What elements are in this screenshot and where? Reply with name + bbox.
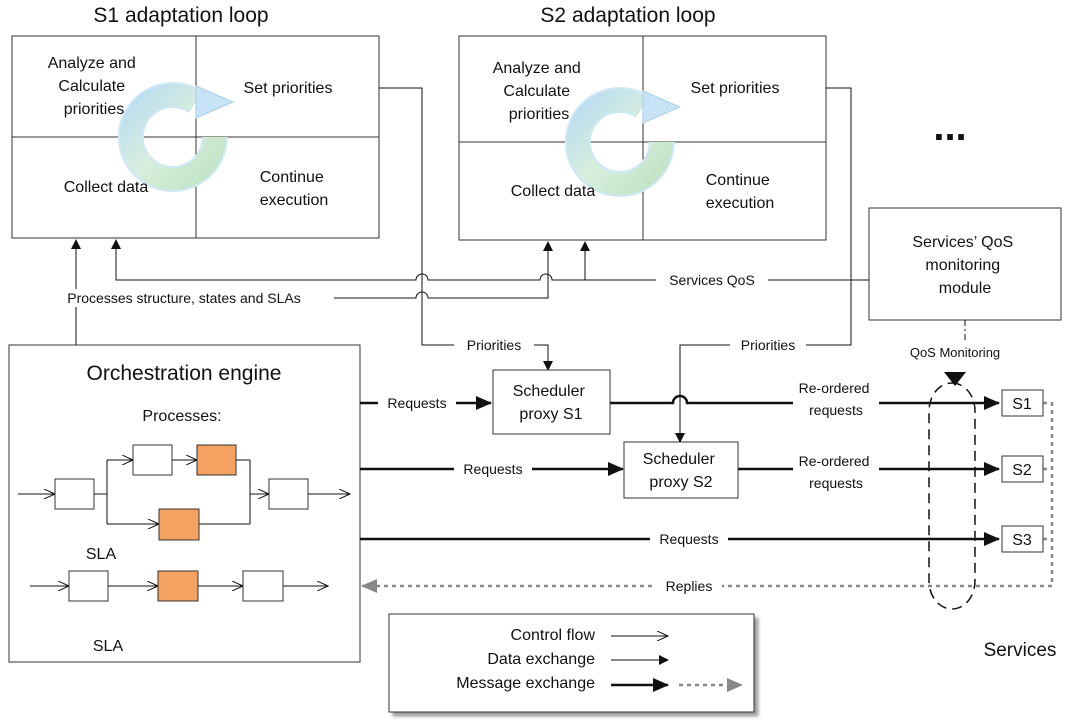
requests-label-1: Requests	[387, 395, 446, 411]
engine-title: Orchestration engine	[87, 362, 282, 385]
replies-label: Replies	[666, 578, 713, 594]
priorities-s2-label: Priorities	[741, 337, 795, 353]
s1-analyze-label: Analyze and Calculate priorities	[48, 55, 141, 118]
svg-text:Scheduler proxy S2: Scheduler proxy S2	[643, 451, 720, 491]
s1-collect-data-label: Collect data	[64, 179, 149, 196]
legend-control-flow: Control flow	[511, 627, 596, 644]
s2-analyze-label: Analyze and Calculate priorities	[493, 60, 586, 123]
sla-label-1: SLA	[86, 546, 117, 563]
process-1-critical-activity	[196, 444, 237, 476]
qos-monitoring-module: Services’ QoS monitoring module	[868, 207, 1062, 321]
priorities-s1-label: Priorities	[467, 337, 521, 353]
legend: Control flow Data exchange Message excha…	[388, 613, 755, 713]
services-label: Services	[984, 640, 1057, 661]
processes-label: Processes:	[142, 408, 221, 425]
scheduler-proxy-s2: Scheduler proxy S2	[623, 441, 739, 499]
s2-loop-title: S2 adaptation loop	[540, 4, 715, 27]
service-s2: S2	[1001, 455, 1044, 483]
s2-set-priorities-label: Set priorities	[691, 80, 780, 97]
process-1-flow	[18, 460, 350, 524]
services-qos-label: Services QoS	[669, 272, 755, 288]
svg-text:Services’ QoS monitoring: Services’ QoS monitoring module	[912, 234, 1017, 297]
process-2-activity	[68, 570, 109, 602]
qos-monitoring-label: QoS Monitoring	[910, 345, 1000, 360]
reordered-requests-label-2: Re-ordered requests	[799, 453, 874, 491]
process-2-activity	[242, 570, 284, 602]
service-s1: S1	[1001, 389, 1044, 417]
process-1-critical-activity	[158, 508, 200, 541]
more-loops-ellipsis: ...	[933, 105, 966, 149]
s2-continue-label: Continue execution	[706, 172, 775, 212]
qos-monitoring-probe	[928, 372, 976, 610]
scheduler-proxy-s1: Scheduler proxy S1	[492, 369, 611, 435]
connector-labels: Services QoS Processes structure, states…	[34, 271, 1000, 596]
s1-loop-title: S1 adaptation loop	[93, 4, 268, 27]
process-2-critical-activity	[157, 570, 199, 602]
reordered-requests-label-1: Re-ordered requests	[799, 380, 874, 418]
process-1-activity	[132, 444, 173, 476]
requests-label-3: Requests	[659, 531, 718, 547]
legend-message-exchange: Message exchange	[456, 675, 595, 692]
s1-cycle-icon	[117, 82, 235, 192]
process-1-activity	[54, 478, 95, 510]
s1-adaptation-loop: S1 adaptation loop Analyze and Calculate…	[11, 4, 380, 239]
data-exchange-lines	[71, 87, 966, 443]
requests-label-2: Requests	[463, 461, 522, 477]
processes-structure-label: Processes structure, states and SLAs	[67, 290, 300, 306]
sla-label-2: SLA	[93, 638, 124, 655]
s1-set-priorities-label: Set priorities	[244, 80, 333, 97]
process-1-activity	[268, 478, 309, 510]
s1-continue-label: Continue execution	[260, 169, 329, 209]
svg-text:Scheduler proxy S1: Scheduler proxy S1	[513, 383, 590, 423]
svg-text:S2: S2	[1012, 462, 1032, 479]
orchestration-engine: Orchestration engine Processes: SLA	[8, 344, 361, 663]
svg-text:S3: S3	[1012, 532, 1032, 549]
s2-collect-data-label: Collect data	[511, 183, 596, 200]
s2-adaptation-loop: S2 adaptation loop Analyze and Calculate…	[458, 4, 827, 241]
legend-data-exchange: Data exchange	[487, 651, 595, 668]
s2-cycle-icon	[564, 87, 682, 197]
service-s3: S3	[1001, 525, 1044, 553]
svg-text:S1: S1	[1012, 396, 1032, 413]
